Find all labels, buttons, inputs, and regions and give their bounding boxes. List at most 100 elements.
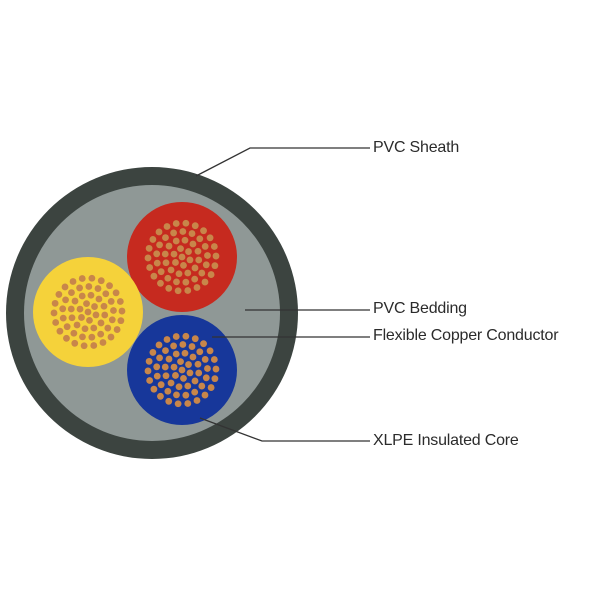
copper-strand	[63, 323, 71, 331]
copper-strand	[107, 298, 115, 305]
copper-strand	[164, 274, 172, 282]
copper-strand	[184, 287, 192, 294]
copper-strand	[56, 327, 64, 335]
copper-strand	[149, 349, 157, 356]
copper-strand	[189, 240, 197, 248]
copper-strand	[157, 279, 164, 287]
copper-strand	[95, 295, 103, 303]
copper-strand	[161, 250, 169, 258]
copper-strand	[202, 261, 210, 269]
copper-strand	[50, 309, 58, 317]
copper-strand	[73, 321, 81, 329]
copper-strand	[78, 314, 85, 321]
copper-strand	[204, 365, 211, 372]
label-flexible-copper-conductor: Flexible Copper Conductor	[373, 327, 559, 344]
copper-strand	[78, 275, 86, 282]
copper-strand	[118, 307, 126, 315]
copper-strand	[76, 305, 84, 313]
copper-strand	[201, 243, 209, 250]
core-yellow	[33, 257, 143, 367]
copper-strand	[186, 256, 194, 264]
copper-strand	[206, 234, 214, 242]
copper-strand	[175, 270, 183, 278]
copper-strand	[153, 250, 161, 258]
copper-strand	[63, 334, 70, 342]
copper-strand	[174, 287, 182, 295]
copper-strand	[182, 391, 190, 399]
copper-strand	[191, 335, 199, 343]
copper-strand	[97, 277, 105, 285]
copper-strand	[113, 326, 121, 333]
leader-lines	[195, 147, 370, 442]
copper-strand	[174, 400, 182, 408]
copper-strand	[84, 308, 92, 316]
copper-strand	[102, 290, 110, 298]
leader-line-core	[199, 417, 370, 442]
copper-strand	[170, 229, 177, 237]
copper-strand	[200, 340, 207, 348]
copper-strand	[156, 241, 163, 249]
copper-strand	[162, 347, 169, 354]
copper-strand	[51, 299, 59, 307]
copper-strand	[145, 244, 153, 252]
copper-strand	[88, 274, 96, 282]
copper-strand	[177, 245, 184, 253]
copper-strand	[146, 377, 154, 384]
copper-strand	[92, 311, 100, 319]
copper-strand	[165, 397, 173, 405]
copper-strand	[157, 381, 165, 389]
copper-strand	[181, 349, 189, 357]
copper-strand	[155, 228, 163, 236]
copper-strand	[195, 369, 203, 377]
copper-strand	[172, 259, 179, 266]
core-red	[127, 202, 237, 312]
copper-strand	[91, 303, 98, 310]
copper-strand	[210, 243, 218, 250]
copper-strand	[178, 253, 186, 261]
copper-strand	[100, 302, 108, 310]
copper-strand	[194, 247, 202, 255]
copper-strand	[52, 319, 60, 326]
copper-strand	[170, 250, 178, 258]
copper-strand	[172, 237, 180, 245]
copper-strand	[194, 360, 202, 368]
copper-strand	[108, 316, 116, 324]
copper-strand	[202, 374, 210, 382]
copper-strand	[99, 339, 107, 346]
copper-strand	[167, 266, 175, 274]
copper-strand	[198, 269, 206, 277]
core-blue-conductor	[144, 332, 220, 408]
copper-strand	[144, 367, 152, 375]
copper-strand	[180, 374, 187, 382]
core-blue	[127, 315, 237, 425]
copper-strand	[172, 333, 180, 340]
copper-strand	[116, 298, 124, 305]
copper-strand	[177, 358, 184, 366]
copper-strand	[170, 363, 178, 371]
copper-strand	[191, 222, 199, 230]
copper-strand	[97, 330, 105, 338]
copper-strand	[170, 342, 177, 350]
copper-strand	[191, 377, 199, 385]
copper-strand	[201, 356, 209, 363]
copper-strand	[59, 314, 67, 322]
cable-body	[6, 167, 298, 459]
copper-strand	[88, 333, 96, 341]
copper-strand	[162, 259, 170, 267]
copper-strand	[178, 366, 186, 374]
label-pvc-sheath: PVC Sheath	[373, 139, 460, 156]
copper-strand	[184, 269, 192, 277]
copper-strand	[78, 292, 86, 300]
copper-strand	[104, 324, 112, 332]
copper-strand	[167, 379, 175, 387]
copper-strand	[144, 254, 152, 262]
copper-strand	[61, 283, 69, 291]
copper-strand	[188, 230, 196, 237]
copper-strand	[90, 342, 98, 349]
copper-strand	[196, 348, 204, 356]
copper-strand	[107, 333, 115, 341]
copper-strand	[212, 365, 220, 373]
copper-strand	[97, 319, 105, 327]
copper-strand	[153, 363, 161, 371]
